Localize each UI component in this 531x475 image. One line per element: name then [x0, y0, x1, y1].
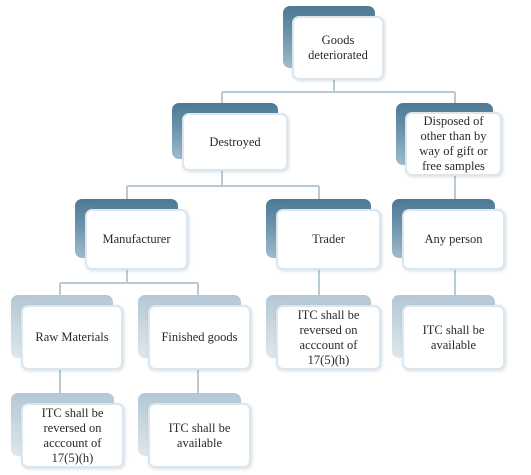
- node-any-person-itc: ITC shall be available: [392, 295, 505, 370]
- node-any-person: Any person: [392, 199, 505, 270]
- node-label: Any person: [402, 209, 505, 270]
- node-raw-materials-itc: ITC shall be reversed on acccount of 17(…: [11, 393, 124, 468]
- connector-manufacturer: [59, 270, 199, 295]
- node-disposed: Disposed of other than by way of gift or…: [396, 103, 502, 176]
- node-label: Manufacturer: [85, 209, 188, 270]
- node-finished-goods-itc: ITC shall be available: [138, 393, 251, 468]
- node-trader-itc: ITC shall be reversed on acccount of 17(…: [266, 295, 381, 370]
- connector-root: [221, 80, 456, 103]
- node-raw-materials: Raw Materials: [11, 295, 123, 370]
- connector-destroyed: [126, 171, 320, 199]
- node-label: Raw Materials: [21, 305, 123, 370]
- node-destroyed: Destroyed: [172, 103, 288, 171]
- node-label: Disposed of other than by way of gift or…: [405, 112, 502, 176]
- node-goods-deteriorated: Goods deteriorated: [283, 6, 384, 80]
- node-finished-goods: Finished goods: [138, 295, 251, 370]
- node-label: ITC shall be available: [148, 403, 251, 468]
- node-label: ITC shall be available: [402, 305, 505, 370]
- node-label: Destroyed: [182, 113, 288, 171]
- node-label: Goods deteriorated: [292, 16, 384, 80]
- node-label: ITC shall be reversed on acccount of 17(…: [276, 305, 381, 370]
- node-trader: Trader: [266, 199, 381, 270]
- node-label: Finished goods: [148, 305, 251, 370]
- node-label: ITC shall be reversed on acccount of 17(…: [21, 403, 124, 468]
- node-label: Trader: [276, 209, 381, 270]
- node-manufacturer: Manufacturer: [75, 199, 188, 270]
